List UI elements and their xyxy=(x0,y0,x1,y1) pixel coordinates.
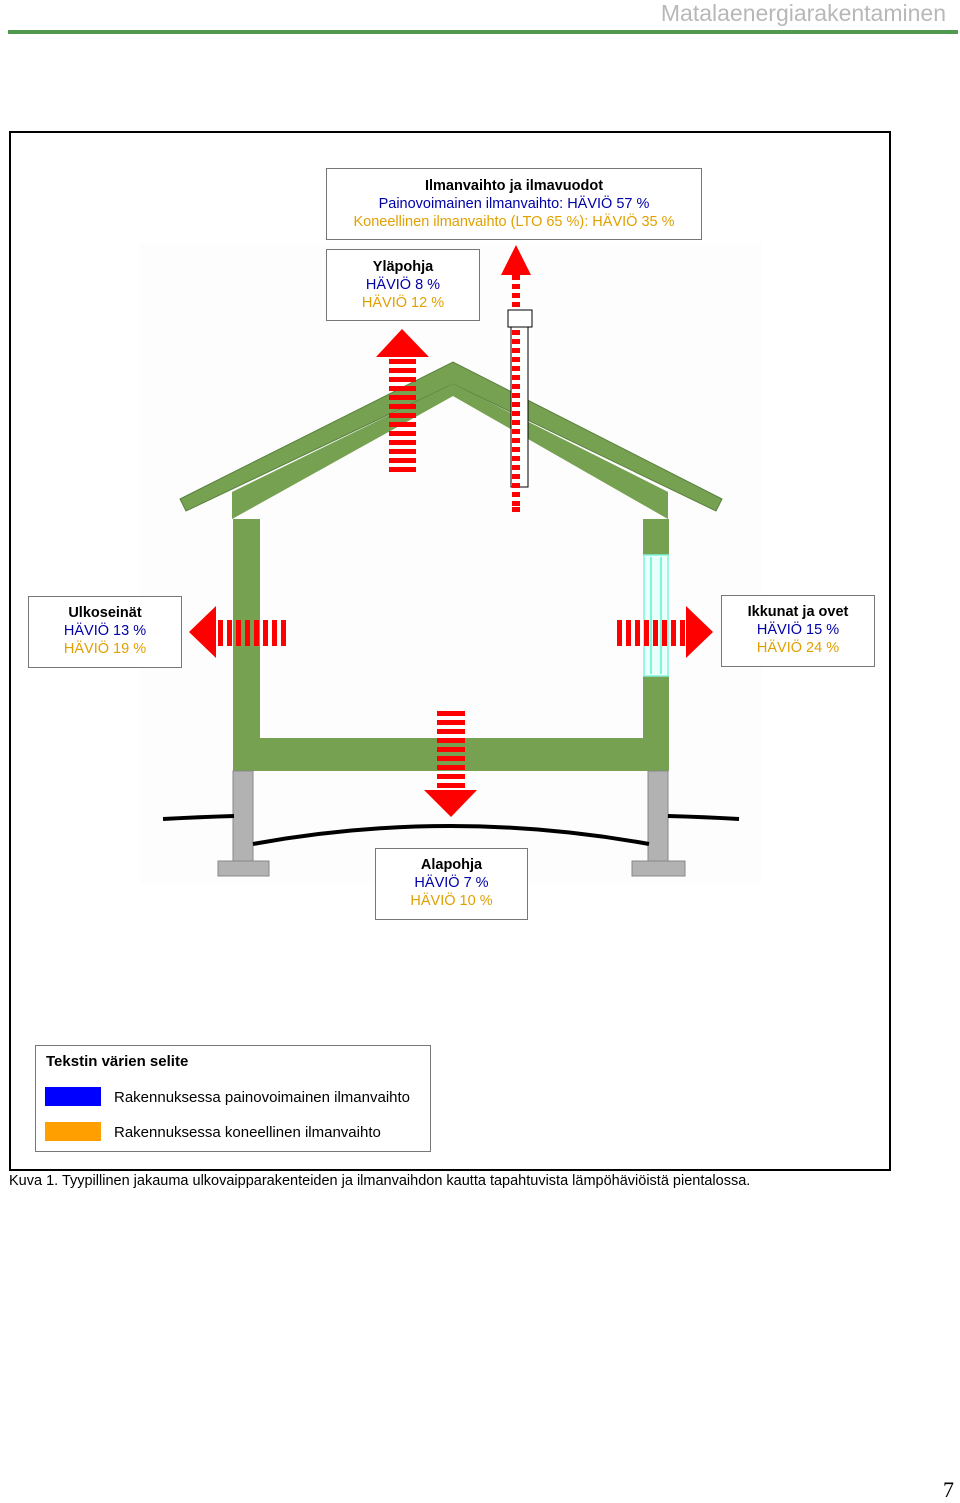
windows-natural-loss: HÄVIÖ 15 % xyxy=(756,622,840,638)
ventilation-box: Ilmanvaihto ja ilmavuodot Painovoimainen… xyxy=(326,168,702,240)
roof-natural-loss: HÄVIÖ 8 % xyxy=(365,277,441,293)
ground-center xyxy=(252,824,650,846)
wall-arrow xyxy=(189,606,286,658)
roof-title: Yläpohja xyxy=(372,259,434,275)
ventilation-title: Ilmanvaihto ja ilmavuodot xyxy=(424,178,604,194)
figure-frame xyxy=(9,131,891,1171)
right-wall-upper xyxy=(643,519,669,555)
window-glass xyxy=(643,554,669,677)
walls-natural-loss: HÄVIÖ 13 % xyxy=(63,623,147,639)
floor-mechanical-loss: HÄVIÖ 10 % xyxy=(410,893,493,909)
legend-swatch-mechanical xyxy=(45,1122,101,1141)
roof-arrow xyxy=(376,329,429,472)
running-header: Matalaenergiarakentaminen xyxy=(660,0,946,26)
walls-mechanical-loss: HÄVIÖ 19 % xyxy=(63,641,147,657)
floor-arrow xyxy=(424,711,477,817)
walls-box: Ulkoseinät HÄVIÖ 13 % HÄVIÖ 19 % xyxy=(28,596,182,668)
roof xyxy=(179,361,723,512)
legend-swatch-natural xyxy=(45,1087,101,1106)
windows-box: Ikkunat ja ovet HÄVIÖ 15 % HÄVIÖ 24 % xyxy=(721,595,875,667)
roof-box: Yläpohja HÄVIÖ 8 % HÄVIÖ 12 % xyxy=(326,249,480,321)
header-rule xyxy=(8,30,958,34)
roof-mechanical-loss: HÄVIÖ 12 % xyxy=(361,295,445,311)
windows-mechanical-loss: HÄVIÖ 24 % xyxy=(756,640,840,656)
ground-left xyxy=(162,814,235,821)
windows-title: Ikkunat ja ovet xyxy=(747,604,849,620)
legend-label-natural: Rakennuksessa painovoimainen ilmanvaihto xyxy=(114,1089,411,1106)
roof-thickness xyxy=(232,384,668,519)
right-wall-lower xyxy=(643,676,669,738)
walls-title: Ulkoseinät xyxy=(68,605,142,621)
color-legend: Tekstin värien selite Rakennuksessa pain… xyxy=(35,1045,431,1152)
page-number: 7 xyxy=(943,1477,954,1502)
ventilation-arrow xyxy=(501,245,531,512)
window-arrow xyxy=(617,606,713,658)
legend-title: Tekstin värien selite xyxy=(46,1053,189,1070)
figure-caption: Kuva 1. Tyypillinen jakauma ulkovaippara… xyxy=(9,1173,751,1189)
floor-natural-loss: HÄVIÖ 7 % xyxy=(414,875,489,891)
ground-right xyxy=(667,814,740,821)
ventilation-natural-loss: Painovoimainen ilmanvaihto: HÄVIÖ 57 % xyxy=(378,196,650,212)
left-footing xyxy=(217,860,270,877)
floor-title: Alapohja xyxy=(420,857,483,873)
legend-label-mechanical: Rakennuksessa koneellinen ilmanvaihto xyxy=(114,1124,381,1141)
house-diagram xyxy=(162,245,740,877)
left-pillar xyxy=(232,770,254,862)
right-footing xyxy=(631,860,686,877)
floor-box: Alapohja HÄVIÖ 7 % HÄVIÖ 10 % xyxy=(375,848,528,920)
ventilation-mechanical-loss: Koneellinen ilmanvaihto (LTO 65 %): HÄVI… xyxy=(353,214,675,230)
right-pillar xyxy=(647,770,669,862)
